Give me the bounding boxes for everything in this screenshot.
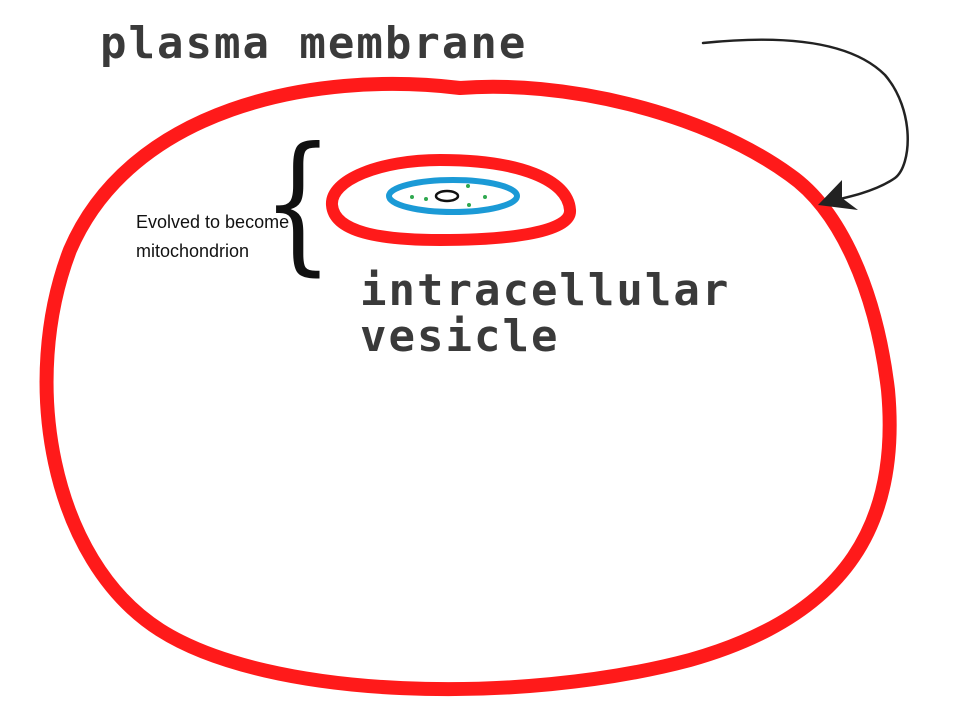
pointer-arrow-curve	[701, 38, 909, 205]
ribosome-dots	[410, 184, 487, 207]
vesicle-outline	[326, 154, 576, 246]
plasma-membrane-label: plasma membrane	[100, 18, 528, 69]
ribosome-dot	[424, 197, 428, 201]
ribosome-dot	[466, 184, 470, 188]
ribosome-dot	[410, 195, 414, 199]
mitochondrion-annotation: Evolved to become mitochondrion	[136, 212, 290, 261]
ribosome-dot	[467, 203, 471, 207]
bacterium-outline	[386, 177, 520, 215]
intracellular-vesicle-label: intracellular vesicle	[360, 265, 731, 362]
curly-brace-icon: {	[262, 116, 334, 290]
plasma-membrane-outline	[39, 77, 897, 697]
nucleoid-ring	[434, 189, 460, 203]
pointer-arrow-head	[818, 180, 858, 210]
ribosome-dot	[483, 195, 487, 199]
